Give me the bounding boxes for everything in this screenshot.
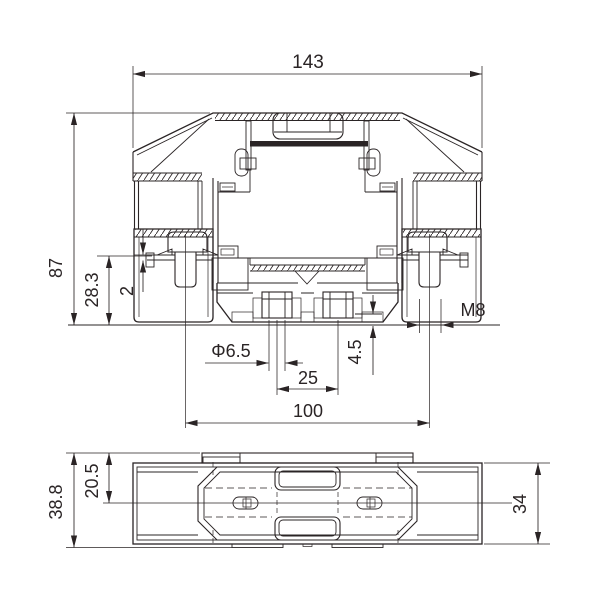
dim-hole-diameter: Φ6.5 [211,341,250,361]
front-view [68,112,500,428]
dim-body-depth: 34 [510,494,530,514]
rubber-block-left [211,257,249,291]
upper-latch-right [379,182,396,192]
plan-panel-outer [197,466,418,541]
dim-base-to-flange: 28.3 [82,272,102,307]
rubber-block-right [366,257,404,291]
top-button [272,112,344,140]
dim-overall-width: 143 [292,52,324,73]
dim-plate-thickness: 2 [117,286,137,296]
hook-right [366,148,381,177]
clamp-bar [250,141,368,147]
bottom-block [216,283,399,323]
wing-right [401,228,482,323]
upper-latch-left [219,182,236,192]
square-nut-left [261,291,293,319]
plan-outer-rect [132,462,483,545]
plan-view [103,452,512,548]
plan-top-rail [201,452,414,464]
stud-left [145,231,219,288]
inner-diagonal-left [150,118,210,173]
dim-hole-spacing: 25 [298,368,318,388]
plan-bottom-tab-right [331,543,384,548]
post-left [245,120,252,171]
plan-dimensions: 38.8 20.5 34 [46,452,550,548]
plan-slot-bottom [274,516,341,541]
dim-stud-thread: M8 [460,300,485,320]
wing-left [133,228,214,323]
front-dimensions: 143 87 28.3 2 Φ6.5 25 100 4.5 M8 [46,52,486,427]
dim-step-height: 4.5 [345,339,365,364]
dim-stud-spacing: 100 [293,401,323,421]
dim-overall-height: 87 [46,258,66,278]
dim-overall-depth: 38.8 [46,484,66,519]
plan-panel-inner [203,471,413,536]
inner-diagonal-right [405,118,465,173]
stud-right [396,231,469,288]
square-nut-right [322,291,354,319]
plan-slot-top [274,466,341,491]
center-v-notch [294,270,320,285]
roof-serration [215,113,400,120]
plan-bottom-tab-left [231,543,284,548]
post-right [363,120,370,171]
dim-edge-to-center: 20.5 [82,463,102,498]
hook-left [234,148,249,177]
